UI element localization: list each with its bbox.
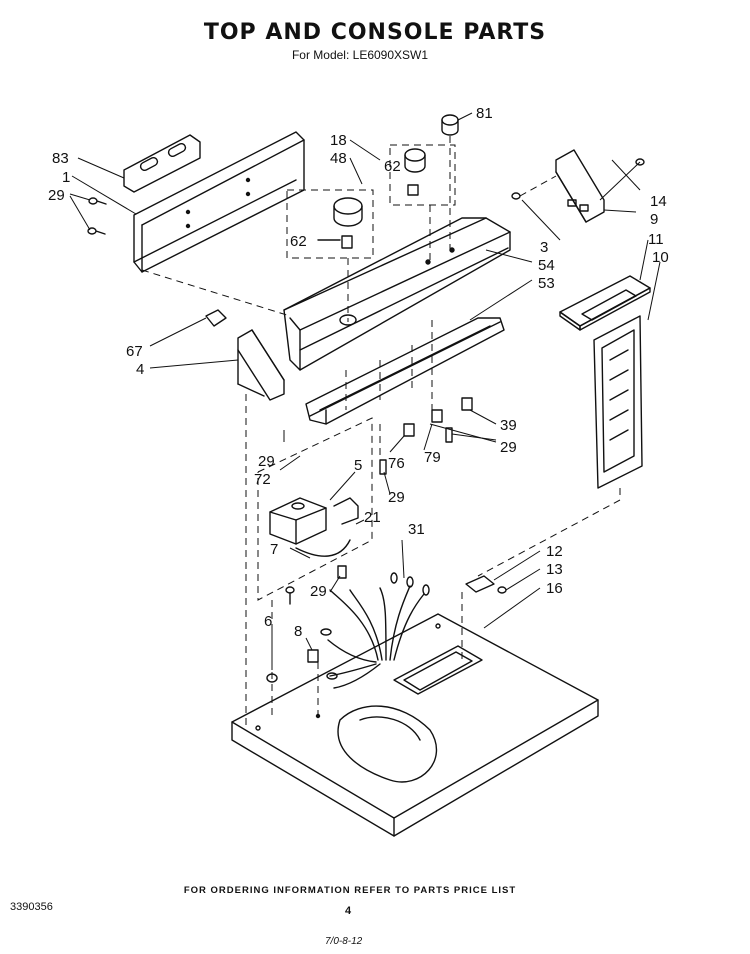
- clip: [205, 309, 227, 327]
- callout-13: 13: [546, 561, 563, 578]
- callout-76: 76: [388, 455, 405, 472]
- small-fasteners: [266, 649, 319, 683]
- callout-81: 81: [476, 105, 493, 122]
- document-number: 3390356: [10, 901, 53, 913]
- top-panel: [231, 613, 599, 837]
- callout-5: 5: [354, 457, 362, 474]
- callout-54: 54: [538, 257, 555, 274]
- callout-7: 7: [270, 541, 278, 558]
- page-title: TOP AND CONSOLE PARTS: [203, 20, 547, 45]
- wiring-harness: [320, 572, 430, 689]
- console-bracket: [133, 131, 305, 273]
- right-end-cap: [511, 149, 645, 223]
- revision-code: 7/0-8-12: [325, 936, 363, 947]
- callout-3: 3: [540, 239, 548, 256]
- ordering-note: FOR ORDERING INFORMATION REFER TO PARTS …: [183, 885, 517, 896]
- lint-screen-cover: [559, 275, 651, 331]
- callout-29-switch: 29: [500, 439, 517, 456]
- knob-assembly: [317, 197, 363, 249]
- timer-group-outline: [257, 417, 373, 601]
- screw-pair-left: [87, 197, 107, 235]
- left-end-cap: [237, 329, 285, 401]
- push-button: [441, 114, 459, 136]
- callout-29-lower: 29: [310, 583, 327, 600]
- callout-31: 31: [408, 521, 425, 538]
- callout-11: 11: [648, 231, 664, 248]
- callout-67: 67: [126, 343, 143, 360]
- switches: [379, 397, 473, 475]
- console-end-cap: [123, 134, 201, 193]
- callout-18: 18: [330, 132, 347, 149]
- page-number: 4: [345, 905, 352, 917]
- callout-9: 9: [650, 211, 658, 228]
- selector-group-outline: [389, 144, 456, 206]
- panel-channel: [305, 317, 505, 425]
- model-subtitle: For Model: LE6090XSW1: [291, 48, 429, 62]
- control-panel: [283, 217, 511, 371]
- callout-29-mid: 29: [258, 453, 275, 470]
- callout-14: 14: [650, 193, 667, 210]
- callout-79: 79: [424, 449, 441, 466]
- callout-29-left: 29: [48, 187, 65, 204]
- callout-29-timer: 29: [388, 489, 405, 506]
- lid-bracket: [465, 575, 507, 594]
- callout-16: 16: [546, 580, 563, 597]
- callout-21: 21: [364, 509, 381, 526]
- callout-62-upper: 62: [384, 158, 401, 175]
- timer-motor: [269, 497, 359, 605]
- callout-39: 39: [500, 417, 517, 434]
- callout-6: 6: [264, 613, 272, 630]
- lint-screen: [593, 315, 643, 489]
- callout-12: 12: [546, 543, 563, 560]
- callout-83: 83: [52, 150, 69, 167]
- callout-1: 1: [62, 169, 70, 186]
- selector-knob: [404, 148, 426, 196]
- callout-10: 10: [652, 249, 669, 266]
- callout-62-lower: 62: [290, 233, 307, 250]
- callout-4: 4: [136, 361, 144, 378]
- callout-53: 53: [538, 275, 555, 292]
- callout-48: 48: [330, 150, 347, 167]
- callout-8: 8: [294, 623, 302, 640]
- callout-72: 72: [254, 471, 271, 488]
